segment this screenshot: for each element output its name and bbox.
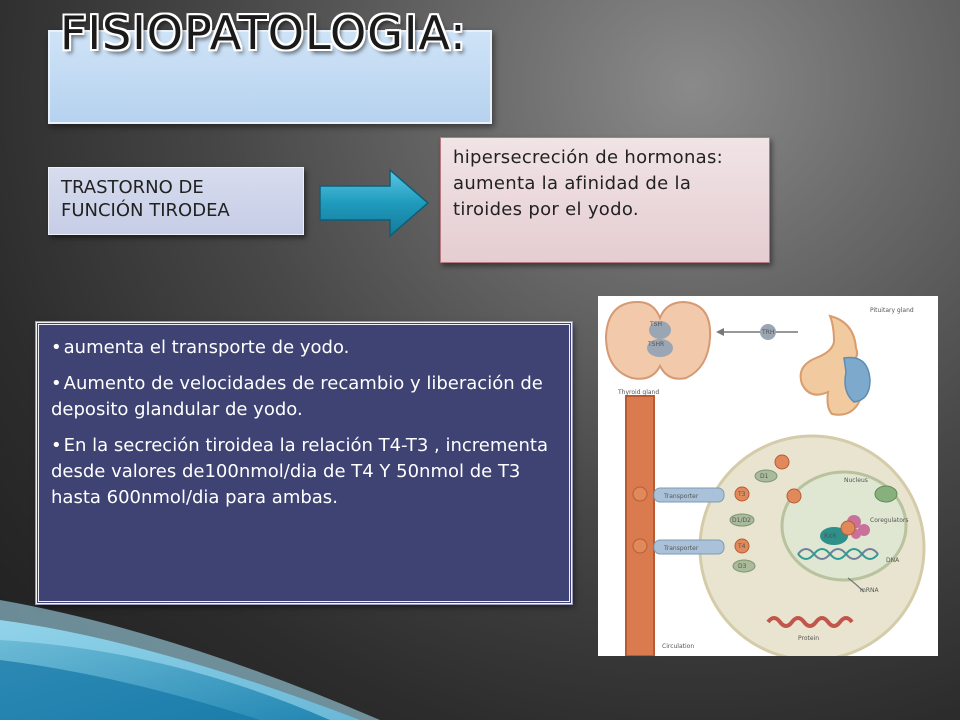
label-tshr: TSHR [647,341,664,348]
decorative-corner-swoosh [0,600,380,720]
label-d2: D1/D2 [732,517,751,524]
label-coregulators: Coregulators [870,517,908,524]
label-protein: Protein [798,635,819,642]
label-d3: D3 [738,563,747,570]
label-trh: TRH [761,329,774,336]
bullet-item: Aumento de velocidades de recambio y lib… [51,371,557,423]
label-tsh: TSH [649,321,662,328]
title-box [48,30,492,124]
disorder-line-2: FUNCIÓN TIRODEA [61,200,230,221]
blood-vessel-shape [625,395,655,656]
label-t3: T3 [737,491,746,498]
disorder-box: TRASTORNO DE FUNCIÓN TIRODEA [48,167,304,235]
label-mrna: mRNA [860,587,880,594]
right-arrow-icon [319,168,430,238]
label-t4: T4 [737,543,746,550]
disorder-line-1: TRASTORNO DE [61,177,204,198]
label-transporter-2: Transporter [663,545,699,552]
label-circulation: Circulation [662,643,694,650]
hypersecretion-box: hipersecreción de hormonas: aumenta la a… [440,137,770,263]
thyroid-mechanism-image: TSH TSHR TRH Pituitary gland Thyroid gla… [598,296,938,656]
label-thyroid: Thyroid gland [617,389,659,396]
slide-title: FISIOPATOLOGIA: [60,6,467,60]
label-transporter-1: Transporter [663,493,699,500]
label-nucleus: Nucleus [844,477,868,484]
bullet-item: En la secreción tiroidea la relación T4-… [51,433,557,511]
label-d1: D1 [760,473,769,480]
label-dna: DNA [886,557,900,564]
label-pituitary: Pituitary gland [870,307,914,314]
bullet-item: aumenta el transporte de yodo. [51,335,557,361]
label-rxr: RXR [824,533,836,540]
bullet-list: aumenta el transporte de yodo. Aumento d… [36,322,572,604]
